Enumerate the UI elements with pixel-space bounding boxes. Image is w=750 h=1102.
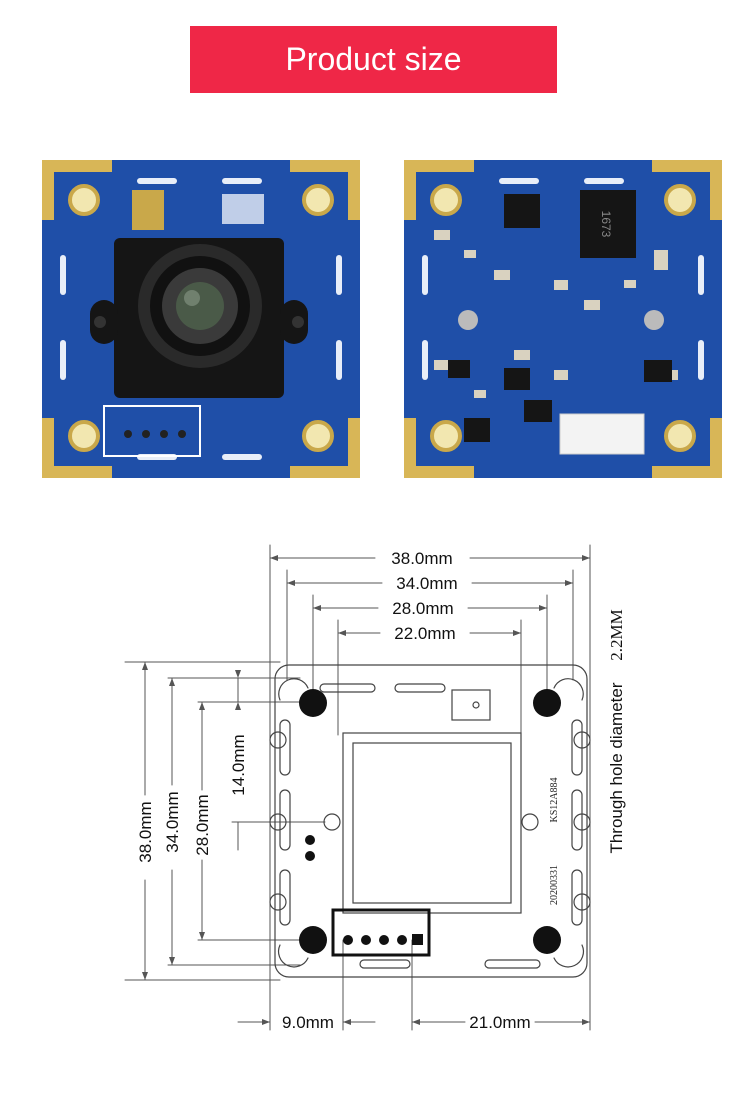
- chip-label: 1673: [599, 211, 613, 238]
- hole-marker: [299, 689, 327, 717]
- mount-hole: [68, 420, 100, 452]
- hole-marker: [533, 926, 561, 954]
- back-photo: 1673: [404, 160, 722, 478]
- model-text: KS12A884: [549, 777, 560, 822]
- dim-top-22: 22.0mm: [394, 624, 455, 643]
- mount-hole: [430, 420, 462, 452]
- dim-left-14: 14.0mm: [229, 734, 248, 795]
- mount-hole: [302, 184, 334, 216]
- mount-hole: [68, 184, 100, 216]
- screw-icon: [458, 310, 478, 330]
- dim-left-34: 34.0mm: [163, 791, 182, 852]
- sensor-outline: [342, 732, 522, 914]
- dim-top-28: 28.0mm: [392, 599, 453, 618]
- gold-corner: [42, 160, 112, 220]
- dim-top-34: 34.0mm: [396, 574, 457, 593]
- gold-pads: [132, 190, 164, 230]
- dim-bottom-9: 9.0mm: [282, 1013, 334, 1032]
- date-text: 20200331: [549, 865, 560, 905]
- dim-bottom-21: 21.0mm: [469, 1013, 530, 1032]
- hole-note-label: Through hole diameter: [607, 682, 626, 853]
- connector-outline: [103, 405, 201, 457]
- title-banner: Product size: [190, 26, 557, 93]
- banner-title: Product size: [285, 41, 462, 77]
- hole-note-value: 2.2MM: [607, 609, 626, 660]
- mount-hole: [430, 184, 462, 216]
- dim-top-38: 38.0mm: [391, 549, 452, 568]
- hole-marker: [299, 926, 327, 954]
- dimension-drawing-svg: 38.0mm 34.0mm 28.0mm 22.0mm 38.0mm 34.0m…: [124, 544, 626, 1032]
- main-chip: [580, 190, 636, 258]
- dimension-drawing: 38.0mm 34.0mm 28.0mm 22.0mm 38.0mm 34.0m…: [120, 540, 640, 1040]
- front-photo-svg: [42, 160, 360, 478]
- dim-left-28: 28.0mm: [193, 794, 212, 855]
- hole-marker: [533, 689, 561, 717]
- board-outline: [274, 664, 588, 978]
- mount-hole: [664, 420, 696, 452]
- connector-outline: [331, 908, 431, 957]
- gold-corner: [42, 418, 112, 478]
- screw-icon: [644, 310, 664, 330]
- mount-hole: [664, 184, 696, 216]
- front-photo: [42, 160, 360, 478]
- white-connector: [559, 413, 645, 455]
- dim-left-38: 38.0mm: [136, 801, 155, 862]
- back-photo-svg: 1673: [404, 160, 722, 478]
- gold-corner: [290, 418, 360, 478]
- mount-hole: [302, 420, 334, 452]
- gold-corner: [290, 160, 360, 220]
